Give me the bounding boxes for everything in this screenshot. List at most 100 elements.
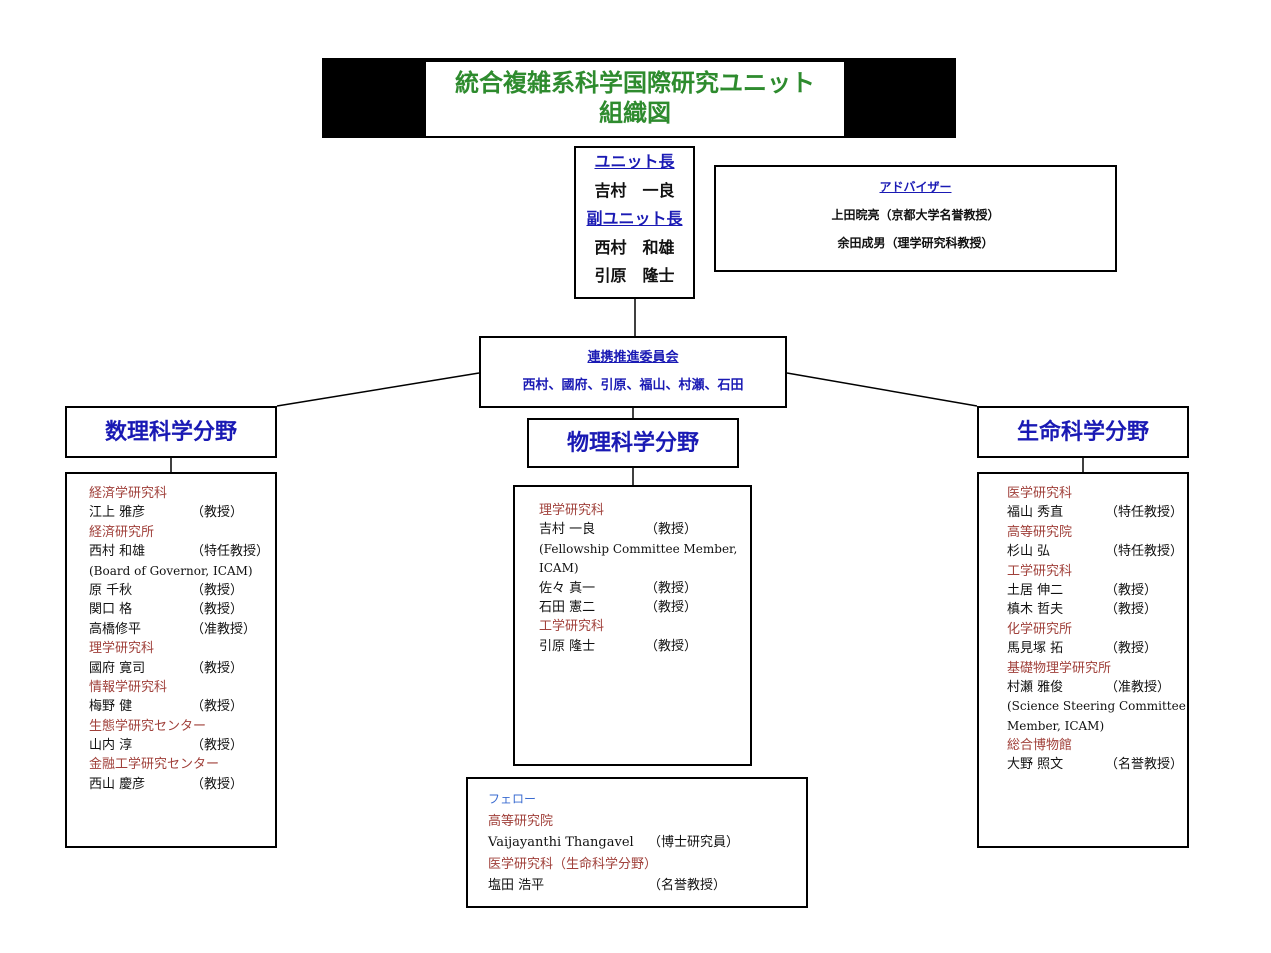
- member-title: （教授）: [645, 522, 698, 538]
- department-label: 経済研究所: [89, 524, 155, 540]
- member-name: 西山 慶彦: [89, 776, 146, 792]
- member-name: 槙木 哲夫: [1007, 602, 1064, 618]
- member-name: 江上 雅彦: [89, 505, 146, 521]
- member-row: 大野 照文 （名誉教授）: [1007, 755, 1187, 774]
- member-title: （教授）: [645, 580, 698, 596]
- member-title: （准教授）: [191, 621, 257, 637]
- department-label: 医学研究科（生命科学分野）: [488, 856, 658, 872]
- connector-committee-math: [276, 372, 480, 407]
- member-name: 杉山 弘: [1007, 544, 1051, 560]
- department-label: 医学研究科: [1007, 486, 1073, 501]
- physics-member-list: 理学研究科吉村 一良 （教授） (Fellowship Committee Memb…: [513, 485, 752, 766]
- department-label: 工学研究科: [539, 619, 605, 635]
- member-row: Vaijayanthi Thangavel （博士研究員）: [488, 832, 806, 854]
- member-name: Vaijayanthi Thangavel: [488, 835, 634, 850]
- member-title: （特任教授）: [1105, 544, 1184, 560]
- math-member-list: 経済学研究科江上 雅彦（教授）経済研究所西村 和雄（特任教授）(Board of…: [65, 472, 277, 848]
- member-name: 國府 寛司: [89, 660, 146, 676]
- member-title: （教授）: [1105, 641, 1158, 657]
- member-row: 高橋修平 （准教授）: [89, 620, 275, 639]
- page-title: 統合複雑系科学国際研究ユニット 組織図: [426, 62, 844, 136]
- member-title: （准教授）: [1105, 679, 1171, 695]
- member-row: 杉山 弘 （特任教授）: [1007, 542, 1187, 561]
- member-title: （名誉教授）: [648, 878, 727, 893]
- title-line-1: 統合複雑系科学国際研究ユニット: [455, 69, 815, 97]
- member-name: 塩田 浩平: [488, 878, 545, 893]
- member-title: （特任教授）: [1105, 505, 1184, 521]
- deputy-head-label[interactable]: 副ユニット長: [586, 209, 683, 228]
- department-label: 情報学研究科: [89, 679, 168, 695]
- committee-box: 連携推進委員会 西村、國府、引原、福山、村瀬、石田: [479, 336, 787, 408]
- department-label: 工学研究科: [1007, 563, 1073, 579]
- department-label: 理学研究科: [89, 641, 155, 657]
- member-note: Member, ICAM): [1007, 718, 1105, 733]
- member-row: 土居 伸二 （教授）: [1007, 581, 1187, 600]
- member-note: (Fellowship Committee Member,: [539, 541, 738, 556]
- member-row: 佐々 真一 （教授）: [539, 579, 750, 598]
- member-name: 石田 憲二: [539, 599, 596, 615]
- member-name: 関口 格: [89, 602, 133, 618]
- member-title: （教授）: [191, 602, 244, 618]
- advisors-box: アドバイザー 上田晥亮（京都大学名誉教授） 余田成男（理学研究科教授）: [714, 165, 1117, 272]
- member-name: 土居 伸二: [1007, 582, 1064, 598]
- committee-label[interactable]: 連携推進委員会: [587, 350, 679, 365]
- member-row: 國府 寛司 （教授）: [89, 659, 275, 678]
- fellows-label: フェロー: [488, 792, 537, 806]
- member-row: 槙木 哲夫（教授）: [1007, 600, 1187, 619]
- member-title: （教授）: [191, 582, 244, 598]
- member-row: 塩田 浩平 （名誉教授）: [488, 875, 806, 897]
- member-note: ICAM): [539, 561, 579, 576]
- member-note: (Science Steering Committee: [1007, 699, 1186, 714]
- member-name: 吉村 一良: [539, 522, 596, 538]
- member-title: （教授）: [191, 738, 244, 754]
- member-row: 馬見塚 拓（教授）: [1007, 639, 1187, 658]
- physics-field-title: 物理科学分野: [527, 418, 739, 468]
- member-title: （教授）: [645, 638, 698, 654]
- member-title: （教授）: [1105, 582, 1158, 598]
- member-title: （名誉教授）: [1105, 757, 1184, 773]
- member-row: 西村 和雄 （特任教授）: [89, 542, 275, 561]
- member-name: 大野 照文: [1007, 757, 1064, 773]
- member-name: 西村 和雄: [89, 544, 146, 560]
- member-row: 福山 秀直（特任教授）: [1007, 503, 1187, 522]
- member-name: 佐々 真一: [539, 580, 596, 596]
- department-label: 基礎物理学研究所: [1007, 660, 1112, 676]
- member-name: 梅野 健: [89, 699, 133, 715]
- member-row: 江上 雅彦 （教授）: [89, 503, 275, 522]
- member-row: 関口 格 （教授）: [89, 600, 275, 619]
- unit-head-name: 吉村 一良: [594, 180, 675, 200]
- member-title: （教授）: [191, 505, 244, 521]
- member-title: （教授）: [191, 776, 244, 792]
- member-row: 村瀬 雅俊 （准教授）: [1007, 678, 1187, 697]
- member-row: 山内 淳 （教授）: [89, 736, 275, 755]
- member-row: 引原 隆士（教授）: [539, 637, 750, 656]
- connector-committee-life: [786, 372, 978, 407]
- leadership-box: ユニット長 吉村 一良 副ユニット長 西村 和雄 引原 隆士: [574, 146, 695, 299]
- member-name: 高橋修平: [89, 621, 142, 637]
- advisors-label[interactable]: アドバイザー: [879, 180, 952, 194]
- member-row: 西山 慶彦 （教授）: [89, 775, 275, 794]
- department-label: 化学研究所: [1007, 621, 1073, 637]
- math-field-title: 数理科学分野: [65, 406, 277, 458]
- member-title: （教授）: [191, 660, 244, 676]
- deputy-head-name-2: 引原 隆士: [594, 266, 675, 285]
- member-name: 村瀬 雅俊: [1007, 679, 1064, 695]
- life-field-title: 生命科学分野: [977, 406, 1189, 458]
- department-label: 金融工学研究センター: [89, 757, 220, 773]
- unit-head-label[interactable]: ユニット長: [594, 152, 675, 171]
- member-title: （特任教授）: [191, 544, 270, 560]
- committee-members: 西村、國府、引原、福山、村瀬、石田: [522, 378, 744, 393]
- advisor-1: 上田晥亮（京都大学名誉教授）: [831, 208, 1000, 222]
- member-row: 原 千秋（教授）: [89, 581, 275, 600]
- member-title: （教授）: [645, 599, 698, 615]
- member-note: (Board of Governor, ICAM): [89, 563, 253, 578]
- member-title: （博士研究員）: [648, 835, 740, 850]
- deputy-head-name-1: 西村 和雄: [594, 237, 675, 257]
- member-name: 山内 淳: [89, 738, 133, 754]
- department-label: 生態学研究センター: [89, 718, 207, 734]
- advisor-2: 余田成男（理学研究科教授）: [837, 236, 994, 250]
- department-label: 総合博物館: [1007, 738, 1073, 754]
- department-label: 理学研究科: [539, 503, 605, 518]
